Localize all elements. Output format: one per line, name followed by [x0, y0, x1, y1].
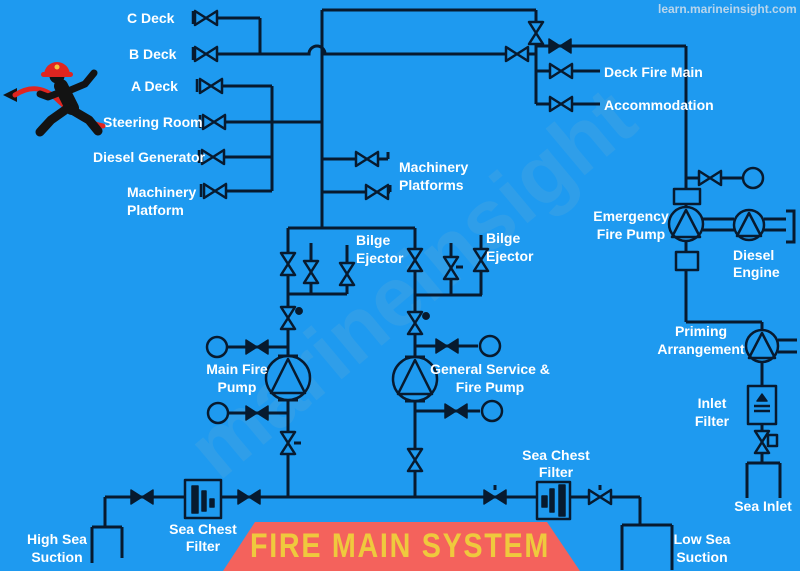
label-diesel-engine-2: Engine [733, 264, 780, 280]
labels: C Deck B Deck A Deck Steering Room Diese… [27, 10, 792, 565]
valve-emergency-gauge [697, 169, 723, 187]
label-machinery-platforms-2: Platforms [399, 177, 464, 193]
label-emergency-fire-pump-1: Emergency [593, 208, 669, 224]
check-valve-deck-main [548, 38, 572, 54]
label-emergency-fire-pump-2: Fire Pump [597, 226, 665, 242]
label-sea-chest-filter-left-1: Sea Chest [169, 521, 237, 537]
site-watermark: learn.marineinsight.com [658, 2, 797, 16]
label-gs-fire-pump-2: Fire Pump [456, 379, 524, 395]
sdnr-valve-gs-pump [406, 310, 430, 336]
pipe-c-deck [194, 16, 262, 54]
label-main-fire-pump-1: Main Fire [206, 361, 268, 377]
label-deck-fire-main: Deck Fire Main [604, 64, 703, 80]
page-title: FIRE MAIN SYSTEM [250, 527, 550, 565]
diesel-engine-symbol [732, 208, 766, 242]
label-b-deck: B Deck [129, 46, 177, 62]
gauge-gs-suction [480, 399, 504, 423]
hose-valve-ticks [191, 11, 203, 197]
valve-gauge-4 [444, 403, 468, 419]
label-sea-chest-filter-right-1: Sea Chest [522, 447, 590, 463]
main-fire-pump-symbol [264, 354, 312, 402]
valve-sea-inlet [753, 429, 779, 455]
pipe-bottom-main [103, 485, 642, 527]
title-banner-background [223, 522, 580, 571]
valves [130, 9, 779, 506]
valve-top-riser [527, 20, 545, 46]
label-gs-fire-pump-1: General Service & [430, 361, 550, 377]
valve-high-sea [130, 489, 154, 505]
center-watermark: marineinsight [170, 70, 652, 496]
label-a-deck: A Deck [131, 78, 178, 94]
label-inlet-filter-2: Filter [695, 413, 730, 429]
valve-diesel-generator [200, 148, 226, 166]
label-diesel-generator: Diesel Generator [93, 149, 206, 165]
hose-nozzle-arrow-icon [3, 88, 17, 102]
sea-chest-filter-right-symbol [535, 480, 572, 521]
gs-fire-pump-symbol [391, 355, 439, 403]
label-high-sea-suction-1: High Sea [27, 531, 87, 547]
gauge-main-discharge [205, 335, 229, 359]
label-bilge-ejector-right-2: Ejector [486, 248, 534, 264]
label-high-sea-suction-2: Suction [31, 549, 82, 565]
emergency-fire-pump-symbol [667, 187, 705, 272]
valve-filter2-in [483, 489, 507, 505]
label-machinery-platforms-1: Machinery [399, 159, 468, 175]
valve-gs-pump-suction [406, 447, 424, 473]
label-bilge-ejector-left-2: Ejector [356, 250, 404, 266]
label-low-sea-suction-2: Suction [676, 549, 727, 565]
label-sea-chest-filter-right-2: Filter [539, 464, 574, 480]
firefighter-icon [3, 62, 106, 137]
valve-a-deck [198, 77, 224, 95]
sea-inlet-chest [745, 461, 782, 498]
label-bilge-ejector-right-1: Bilge [486, 230, 520, 246]
sea-chest-filter-left-symbol [183, 478, 223, 520]
label-machinery-platform-1: Machinery [127, 184, 196, 200]
label-main-fire-pump-2: Pump [218, 379, 257, 395]
label-diesel-engine-1: Diesel [733, 247, 774, 263]
sdnr-valve-main-pump [279, 305, 303, 331]
label-priming-arrangement-1: Priming [675, 323, 727, 339]
label-steering-room: Steering Room [103, 114, 203, 130]
pipe-a-deck-group [199, 84, 322, 193]
machines [183, 166, 780, 521]
valve-bilge-left-b [302, 259, 320, 285]
valve-gauge-3 [435, 338, 459, 354]
valve-c-deck [193, 9, 219, 27]
pipe-b-deck [194, 44, 536, 56]
valve-filter1-out [237, 489, 261, 505]
low-sea-chest [620, 523, 674, 570]
label-c-deck: C Deck [127, 10, 175, 26]
title-banner: FIRE MAIN SYSTEM [223, 522, 580, 571]
label-accommodation: Accommodation [604, 97, 714, 113]
valve-bilge-left-a [279, 251, 297, 277]
label-sea-chest-filter-left-2: Filter [186, 538, 221, 554]
label-priming-arrangement-2: Arrangement [657, 341, 744, 357]
valve-machinery-platforms-1 [354, 150, 380, 168]
inlet-filter-symbol [746, 384, 778, 426]
high-sea-chest [90, 525, 124, 563]
label-bilge-ejector-left-1: Bilge [356, 232, 390, 248]
label-sea-inlet: Sea Inlet [734, 498, 792, 514]
gauge-gs-discharge [478, 334, 502, 358]
valve-machinery-platform [202, 182, 228, 200]
valve-low-sea [587, 488, 613, 506]
label-low-sea-suction-1: Low Sea [674, 531, 731, 547]
label-machinery-platform-2: Platform [127, 202, 184, 218]
priming-pump-symbol [744, 328, 780, 364]
valve-machinery-platforms-2 [364, 183, 390, 201]
valve-b-deck-isolating [504, 45, 530, 63]
valve-steering-room [201, 113, 227, 131]
valve-b-deck [193, 45, 219, 63]
valve-deck-fire-main [548, 62, 574, 80]
gauge-main-suction [206, 401, 230, 425]
gauge-emergency [741, 166, 765, 190]
label-inlet-filter-1: Inlet [698, 395, 727, 411]
